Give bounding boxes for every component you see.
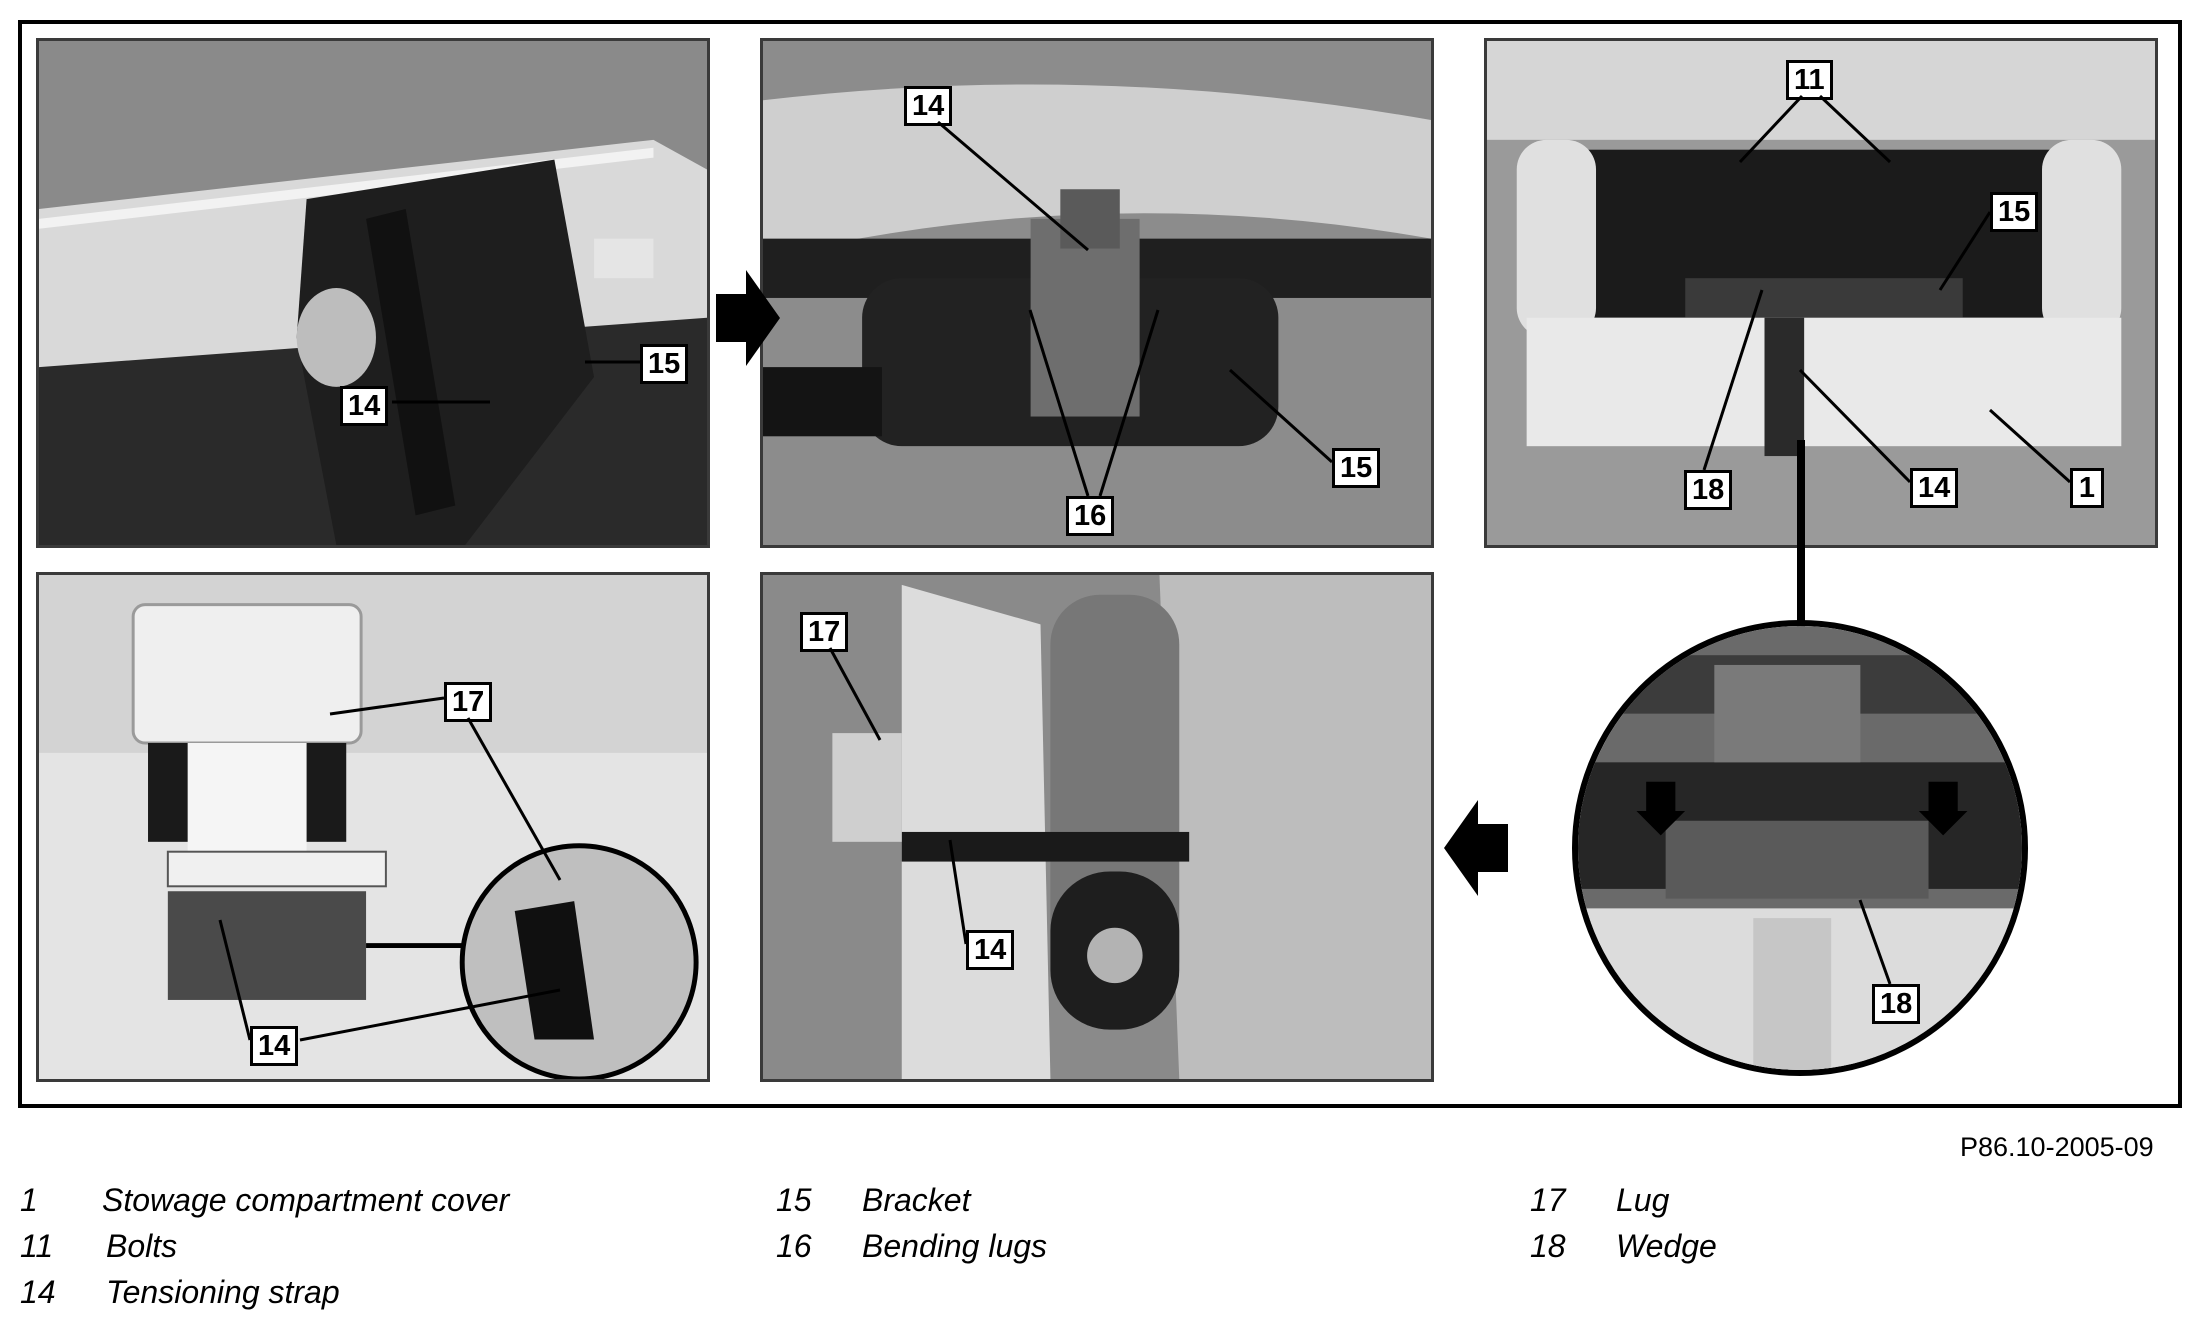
legend-number: 16 — [776, 1228, 812, 1264]
detail-connector-line — [1797, 440, 1805, 630]
photo-panel-5 — [760, 572, 1434, 1082]
legend-number: 11 — [20, 1228, 54, 1264]
callout-15: 15 — [640, 344, 689, 384]
callout-18: 18 — [1872, 984, 1921, 1024]
legend-text: Lug — [1616, 1182, 1670, 1218]
photo-panel-1 — [36, 38, 710, 548]
callout-14: 14 — [904, 86, 953, 126]
callout-15: 15 — [1990, 192, 2039, 232]
legend-text: Tensioning strap — [106, 1274, 340, 1310]
callout-14: 14 — [340, 386, 389, 426]
legend-number: 15 — [776, 1182, 812, 1218]
legend-number: 1 — [20, 1182, 38, 1218]
legend-number: 18 — [1530, 1228, 1566, 1264]
callout-11: 11 — [1786, 60, 1833, 100]
callout-16: 16 — [1066, 496, 1115, 536]
callout-18: 18 — [1684, 470, 1733, 510]
callout-14: 14 — [1910, 468, 1959, 508]
legend-text: Bolts — [106, 1228, 178, 1264]
callout-1: 1 — [2070, 468, 2104, 508]
legend-text: Bending lugs — [862, 1228, 1048, 1264]
detail-circle — [1572, 620, 2028, 1076]
photo-panel-4 — [36, 572, 710, 1082]
figure-code: P86.10-2005-09 — [1960, 1132, 2154, 1162]
callout-14: 14 — [966, 930, 1015, 970]
legend-text: Stowage compartment cover — [102, 1182, 510, 1218]
arrow-right-icon — [716, 270, 780, 366]
callout-14: 14 — [250, 1026, 299, 1066]
callout-17: 17 — [444, 682, 493, 722]
callout-17: 17 — [800, 612, 849, 652]
legend-number: 14 — [20, 1274, 56, 1310]
arrow-left-icon — [1444, 800, 1508, 896]
legend-text: Wedge — [1616, 1228, 1717, 1264]
legend-number: 17 — [1530, 1182, 1566, 1218]
photo-panel-3 — [1484, 38, 2158, 548]
callout-15: 15 — [1332, 448, 1381, 488]
legend-text: Bracket — [862, 1182, 971, 1218]
